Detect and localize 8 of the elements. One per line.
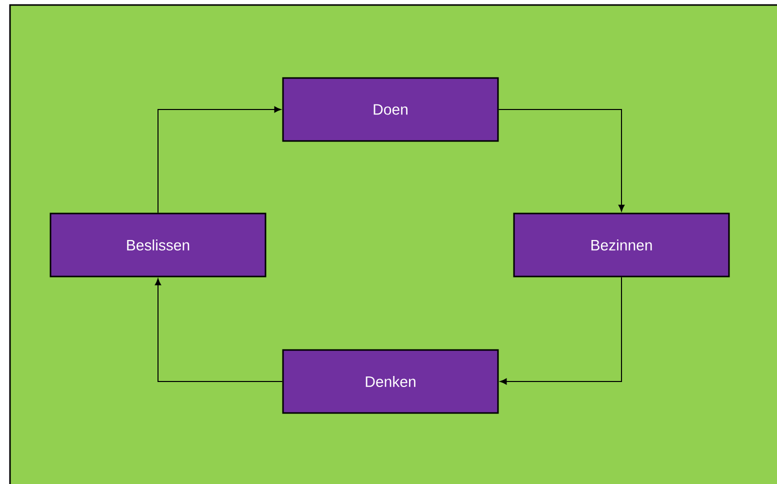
arrow bbox=[154, 278, 283, 382]
arrow bbox=[498, 109, 625, 212]
process-box: Doen bbox=[282, 77, 499, 142]
process-box: Denken bbox=[282, 349, 499, 414]
process-box: Bezinnen bbox=[513, 212, 730, 278]
process-box: Beslissen bbox=[50, 212, 266, 278]
arrow bbox=[500, 276, 622, 385]
arrow bbox=[158, 106, 281, 214]
